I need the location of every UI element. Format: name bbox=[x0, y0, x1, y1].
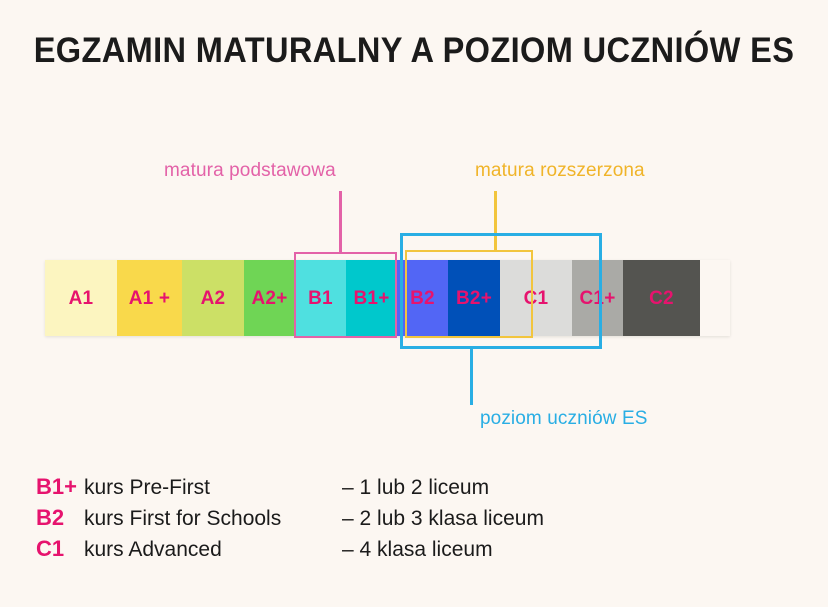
scale-segment-label: A2 bbox=[200, 287, 226, 309]
legend-grade-level: – 4 klasa liceum bbox=[342, 538, 493, 561]
legend-course-name: kurs First for Schools bbox=[84, 507, 282, 530]
scale-segment-a2: A2 bbox=[182, 260, 244, 336]
scale-segment-c2: C2 bbox=[623, 260, 700, 336]
callout-poziom-uczniow-es: poziom uczniów ES bbox=[480, 408, 648, 429]
legend-course-name: kurs Advanced bbox=[84, 538, 222, 561]
scale-segment-b2: B2 bbox=[397, 260, 448, 336]
legend-level-code: C1 bbox=[36, 536, 65, 561]
legend-course-name: kurs Pre-First bbox=[84, 476, 210, 499]
leader-line-podstawowa bbox=[339, 191, 342, 253]
legend-level-code: B1+ bbox=[36, 474, 77, 499]
legend-level-code: B2 bbox=[36, 505, 65, 530]
scale-segment-label: C1+ bbox=[579, 287, 616, 309]
scale-segment-a2+: A2+ bbox=[244, 260, 295, 336]
callout-matura-podstawowa: matura podstawowa bbox=[164, 160, 336, 181]
legend-row: B1+ kurs Pre-First – 1 lub 2 liceum bbox=[36, 474, 544, 505]
scale-segment-a1: A1 bbox=[45, 260, 117, 336]
scale-segment-b2+: B2+ bbox=[448, 260, 500, 336]
cefr-scale-bar: A1 A1 + A2 A2+ B1 B1+ B2 B2+ C1 C1+ C2 bbox=[45, 260, 730, 336]
leader-line-rozszerzona bbox=[494, 191, 497, 251]
scale-segment-b1: B1 bbox=[295, 260, 346, 336]
scale-segment-c1: C1 bbox=[500, 260, 572, 336]
legend-grade-level: – 2 lub 3 klasa liceum bbox=[342, 507, 544, 530]
legend-row: B2 kurs First for Schools – 2 lub 3 klasa … bbox=[36, 505, 544, 536]
scale-segment-b1+: B1+ bbox=[346, 260, 397, 336]
callout-matura-rozszerzona: matura rozszerzona bbox=[475, 160, 645, 181]
legend-row: C1 kurs Advanced – 4 klasa liceum bbox=[36, 536, 544, 567]
leader-line-es bbox=[470, 348, 473, 405]
scale-segment-a1+: A1 + bbox=[117, 260, 182, 336]
scale-segment-label: B1+ bbox=[353, 287, 390, 309]
scale-segment-label: B2 bbox=[410, 287, 435, 309]
scale-segment-label: B1 bbox=[308, 287, 333, 309]
scale-segment-label: A1 bbox=[68, 287, 94, 309]
scale-segment-label: A2+ bbox=[251, 287, 288, 309]
legend-grade-level: – 1 lub 2 liceum bbox=[342, 476, 490, 499]
page-title: EGZAMIN MATURALNY A POZIOM UCZNIÓW ES bbox=[33, 31, 795, 70]
scale-segment-label: C2 bbox=[649, 287, 674, 309]
scale-segment-label: A1 + bbox=[128, 287, 171, 309]
scale-segment-label: B2+ bbox=[456, 287, 492, 309]
scale-segment-label: C1 bbox=[523, 287, 549, 309]
scale-segment-c1+: C1+ bbox=[572, 260, 623, 336]
